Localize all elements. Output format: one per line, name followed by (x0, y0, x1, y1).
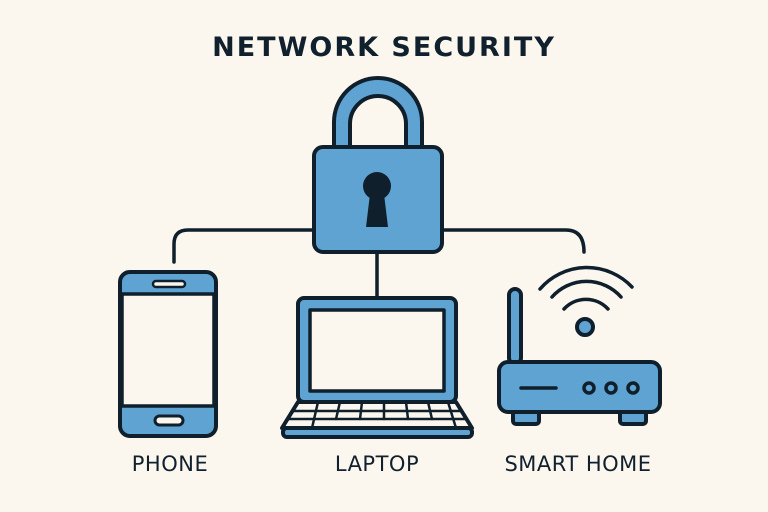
router-antenna (507, 287, 523, 366)
wifi-icon (538, 265, 634, 337)
phone-screen (120, 292, 216, 408)
router-icon (497, 287, 662, 426)
connector-phone (172, 228, 316, 264)
padlock-icon (312, 76, 444, 254)
laptop-base (281, 426, 474, 439)
connector-smart-home (440, 228, 586, 254)
label-laptop: LAPTOP (334, 452, 420, 476)
label-phone: PHONE (131, 452, 209, 476)
phone-home-button (153, 414, 185, 427)
connector-lines (172, 228, 586, 300)
diagram-title: NETWORK SECURITY (212, 32, 556, 63)
label-smart-home: SMART HOME (504, 452, 652, 476)
laptop-screen (308, 308, 446, 393)
phone-speaker (151, 279, 187, 289)
padlock-shackle (332, 76, 424, 150)
router-body (497, 360, 662, 414)
laptop-keyboard (280, 400, 474, 430)
laptop-icon (280, 296, 474, 439)
keyhole-icon (363, 172, 391, 227)
phone-icon (118, 270, 218, 438)
